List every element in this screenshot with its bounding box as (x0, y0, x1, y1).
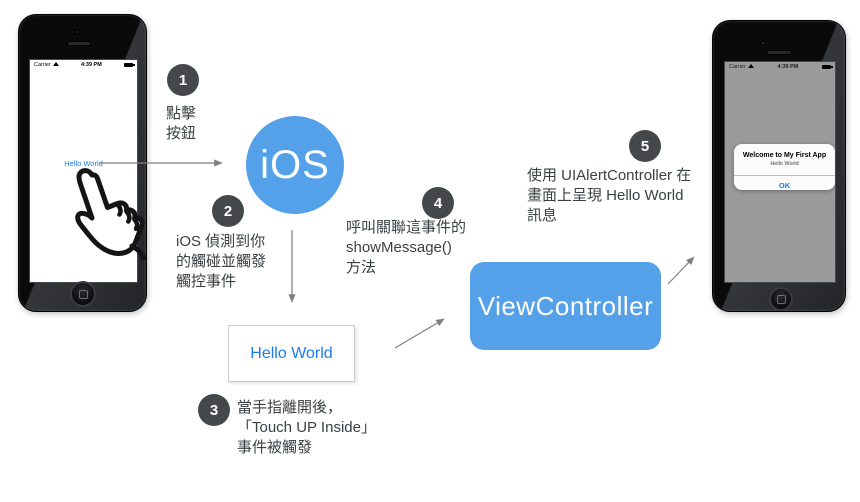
step-badge-1: 1 (167, 64, 199, 96)
hello-world-button: Hello World (64, 159, 103, 168)
arrow-button-to-viewcontroller (394, 318, 445, 349)
left-iphone-mockup: Carrier 4:39 PM Hello World (18, 14, 147, 312)
step-text-5: 使用 UIAlertController 在 畫面上呈現 Hello World… (527, 167, 692, 224)
clock-label: 4:39 PM (777, 64, 799, 70)
carrier-label: Carrier (729, 64, 746, 70)
uialert-dialog: Welcome to My First App Hello World OK (734, 144, 835, 190)
battery-icon (123, 63, 135, 67)
alert-ok-row: OK (734, 175, 835, 190)
step-badge-5: 5 (629, 130, 661, 162)
home-button (769, 287, 793, 311)
wifi-icon (747, 64, 754, 68)
left-phone-screen: Carrier 4:39 PM Hello World (29, 59, 138, 283)
home-button-square-icon (78, 289, 88, 299)
step-text-1: 點擊 按鈕 (166, 105, 197, 142)
speaker-icon (67, 41, 91, 46)
hello-world-box-node: Hello World (228, 325, 355, 382)
ios-node: iOS (246, 116, 344, 214)
right-iphone-mockup: Carrier 4:39 PM Welcome to My First App … (712, 20, 846, 312)
pointing-hand-icon (75, 168, 147, 260)
wifi-icon (52, 62, 59, 66)
alert-message: Hello World (770, 161, 799, 167)
home-button (70, 281, 96, 307)
step-text-4: 呼叫關聯這事件的 showMessage() 方法 (346, 219, 467, 276)
speaker-icon (766, 50, 792, 55)
viewcontroller-node: ViewController (470, 262, 661, 350)
step-badge-4: 4 (422, 187, 454, 219)
step-badge-3: 3 (198, 394, 230, 426)
alert-ok-button: OK (778, 181, 791, 190)
right-phone-screen: Carrier 4:39 PM Welcome to My First App … (724, 61, 836, 283)
camera-icon (75, 30, 79, 34)
right-status-bar: Carrier 4:39 PM (725, 62, 835, 72)
arrow-viewcontroller-to-phone (667, 256, 695, 285)
clock-label: 4:39 PM (81, 62, 102, 68)
camera-icon (761, 41, 765, 45)
step-text-3: 當手指離開後， 「Touch UP Inside」 事件被觸發 (237, 399, 376, 456)
home-button-square-icon (776, 294, 786, 304)
alert-title: Welcome to My First App (742, 152, 827, 159)
left-status-bar: Carrier 4:39 PM (30, 60, 137, 70)
battery-icon (821, 65, 833, 69)
carrier-label: Carrier (34, 62, 51, 68)
step-badge-2: 2 (212, 195, 244, 227)
step-text-2: iOS 偵測到你 的觸碰並觸發 觸控事件 (176, 233, 267, 290)
